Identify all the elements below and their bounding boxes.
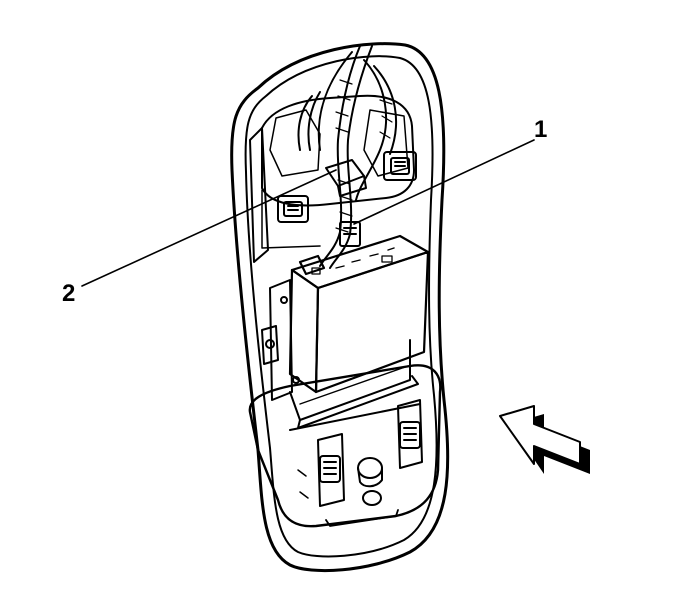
- direction-arrow-icon: [499, 405, 590, 474]
- lower-console-panel: [248, 364, 442, 528]
- wiring-harness: [297, 45, 397, 269]
- callout-label-1: 1: [534, 116, 548, 143]
- lower-lens: [362, 490, 382, 506]
- module-bracket: [261, 279, 419, 429]
- harness-connector: [325, 159, 367, 197]
- console-housing-inner-rim: [244, 55, 438, 558]
- callout-2-leader: [81, 169, 337, 287]
- center-knob: [357, 457, 383, 488]
- upper-recess: [261, 94, 415, 207]
- upper-left-lamp-socket: [277, 195, 309, 223]
- callout-1-leader: [353, 139, 535, 225]
- upper-right-lamp-socket: [383, 151, 417, 181]
- lower-right-lamp-socket: [397, 399, 423, 469]
- callout-label-2: 2: [62, 280, 76, 307]
- console-housing-outer: [230, 42, 450, 573]
- electronic-module: [288, 234, 430, 394]
- module-connector: [339, 221, 361, 247]
- lower-left-lamp-socket: [317, 433, 345, 507]
